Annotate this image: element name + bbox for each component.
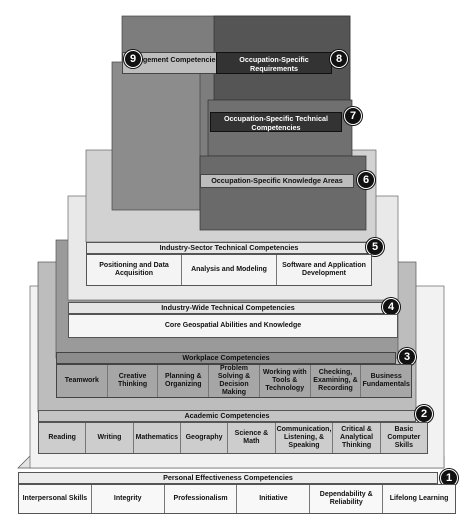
tier1-title: Personal Effectiveness Competencies [18,472,438,484]
tier3-cell: Problem Solving & Decision Making [209,365,260,397]
tier3-cell: Creative Thinking [108,365,159,397]
tier4-title: Industry-Wide Technical Competencies [68,302,388,314]
tier6-badge: 6 [357,171,375,189]
tier7-badge: 7 [344,107,362,125]
tier2-cell: Writing [86,423,134,453]
tier3-cell: Teamwork [57,365,108,397]
tier1-cell: Interpersonal Skills [19,485,92,513]
tier5-badge: 5 [366,238,384,256]
tier3-cell: Planning & Organizing [158,365,210,397]
tier2-cell: Critical & Analytical Thinking [333,423,381,453]
tier1-cell: Integrity [92,485,165,513]
tier4-cells: Core Geospatial Abilities and Knowledge [68,314,398,338]
tier3-cell: Checking, Examining, & Recording [311,365,362,397]
tier2-cell: Science & Math [228,423,276,453]
tier3-cells: Teamwork Creative Thinking Planning & Or… [56,364,412,398]
tier1-cell: Dependability & Reliability [310,485,384,513]
upper-left-face [111,61,201,211]
tier5-cell: Positioning and Data Acquisition [87,255,182,285]
tier6-face [199,155,367,231]
tier2-cell: Mathematics [134,423,181,453]
tier3-cell: Business Fundamentals [362,373,410,388]
tier9-badge: 9 [124,50,142,68]
tier3-title: Workplace Competencies [56,352,396,364]
tier1-cell: Initiative [237,485,311,513]
tier2-cell: Communication, Listening, & Speaking [276,423,334,453]
tier1-cells: Interpersonal Skills Integrity Professio… [18,484,456,514]
tier5-title: Industry-Sector Technical Competencies [86,242,372,254]
tier2-cells: Reading Writing Mathematics Geography Sc… [38,422,428,454]
tier2-cell: Reading [39,423,87,453]
tier8-title: Occupation-Specific Requirements [216,52,332,74]
tier5-cell: Software and Application Development [282,262,366,277]
tier6-title: Occupation-Specific Knowledge Areas [200,174,354,188]
tier3-cell: Working with Tools & Technology [260,365,311,397]
tier1-cell: Professionalism [165,485,238,513]
tier2-cell: Basic Computer Skills [387,426,421,449]
tier7-title: Occupation-Specific Technical Competenci… [210,112,342,132]
tier1-cell: Lifelong Learning [389,495,449,502]
tier5-cell: Analysis and Modeling [182,255,277,285]
tier8-badge: 8 [330,50,348,68]
tier2-cell: Geography [181,423,229,453]
tier2-title: Academic Competencies [38,410,416,422]
tier4-badge: 4 [382,298,400,316]
tier4-cell: Core Geospatial Abilities and Knowledge [164,322,302,329]
tier5-cells: Positioning and Data Acquisition Analysi… [86,254,372,286]
tier2-badge: 2 [415,405,433,423]
